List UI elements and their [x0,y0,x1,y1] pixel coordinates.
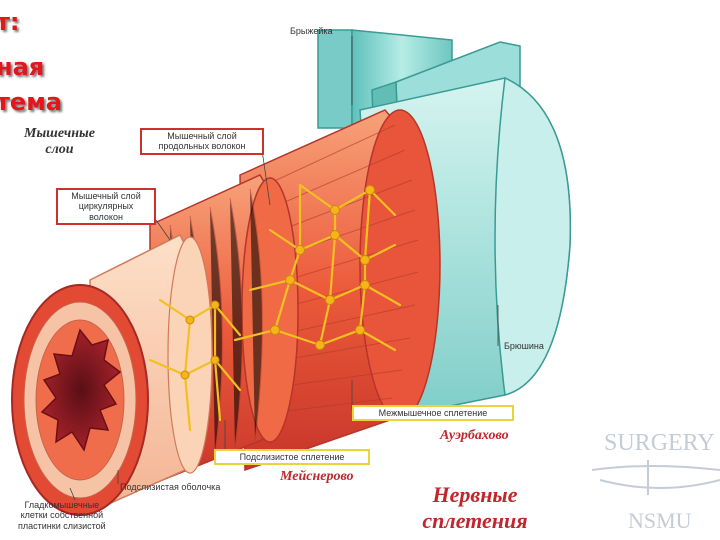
intermuscular-plexus-label: Межмышечное сплетение [352,405,514,421]
auerbach-label: Ауэрбахово [440,428,509,444]
watermark-top: SURGERY [604,430,715,457]
circular-line-2: циркулярных [61,201,151,211]
nerve-plexuses-line-2: сплетения [400,508,550,534]
muscle-layers-line-2: слои [24,142,95,158]
mesentery-label: Брыжейка [290,26,333,36]
smooth-muscle-line-1: Гладкомышечные [18,500,106,510]
muscle-layers-label: Мышечные слои [24,126,95,158]
circular-line-3: волокон [61,212,151,222]
longitudinal-line-1: Мышечный слой [145,131,259,141]
longitudinal-line-2: продольных волокон [145,141,259,151]
circular-line-1: Мышечный слой [61,191,151,201]
watermark-logo-mark [592,460,720,495]
smooth-muscle-label: Гладкомышечные клетки собственной пласти… [18,500,106,531]
nerve-plexuses-label: Нервные сплетения [400,482,550,535]
smooth-muscle-line-2: клетки собственной [18,510,106,520]
front-cross-section [12,285,148,515]
longitudinal-muscle-label: Мышечный слой продольных волокон [140,128,264,155]
serosa-label: Брюшина [504,341,544,351]
muscle-layers-line-1: Мышечные [24,126,95,142]
submucosa-label: Подслизистая оболочка [120,482,220,492]
submucosal-plexus-label: Подслизистое сплетение [214,449,370,465]
smooth-muscle-line-3: пластинки слизистой [18,521,106,531]
nerve-plexuses-line-1: Нервные [400,482,550,508]
watermark-bottom: NSMU [628,508,692,534]
circular-muscle-label: Мышечный слой циркулярных волокон [56,188,156,225]
meissner-label: Мейснерово [280,469,354,485]
